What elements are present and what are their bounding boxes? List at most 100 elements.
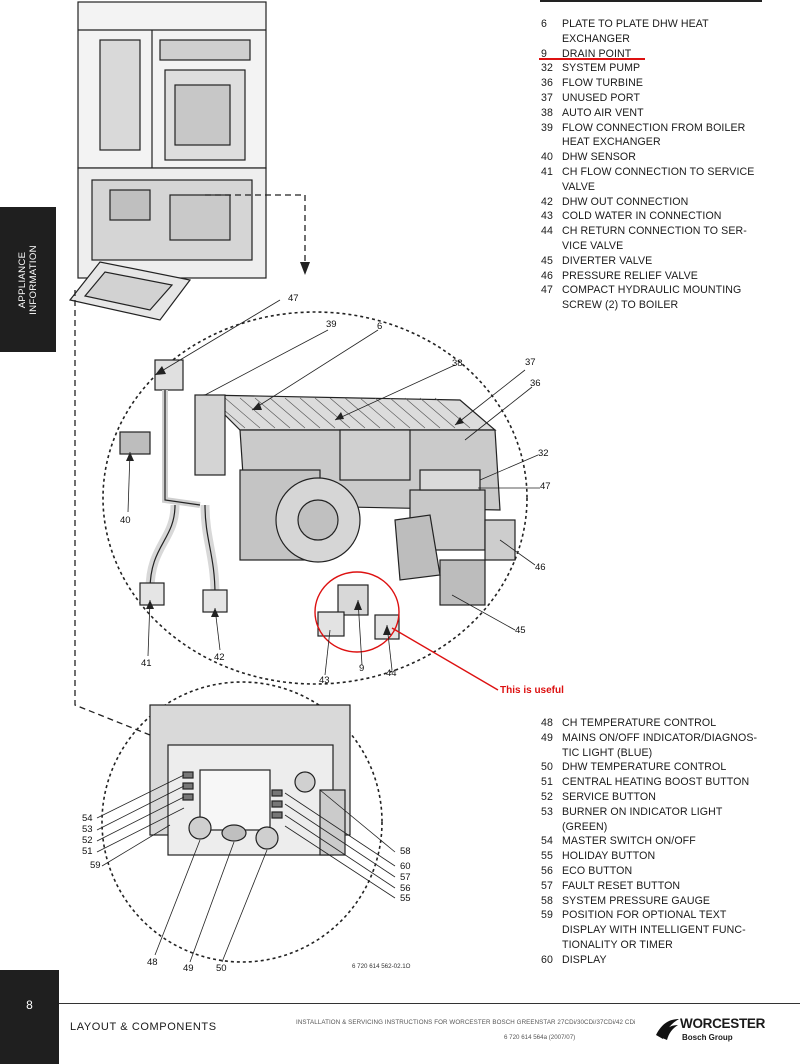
section-title: LAYOUT & COMPONENTS xyxy=(70,1021,217,1033)
legend-text: PLATE TO PLATE DHW HEAT xyxy=(562,18,709,30)
boiler-cabinet-drawing xyxy=(68,1,267,321)
legend-number xyxy=(541,135,562,150)
legend-item: 36 FLOW TURBINE xyxy=(541,76,763,91)
legend-text: MAINS ON/OFF INDICATOR/DIAGNOS- xyxy=(562,731,758,744)
legend-number: 51 xyxy=(541,776,553,789)
legend-text: DHW SENSOR xyxy=(562,151,636,164)
legend-number: 49 xyxy=(541,731,553,744)
callout-39: 39 xyxy=(326,319,337,330)
legend-number: 42 xyxy=(541,195,553,208)
legend-text: CENTRAL HEATING BOOST BUTTON xyxy=(562,776,750,789)
legend-text: COMPACT HYDRAULIC MOUNTING xyxy=(562,284,742,297)
callout-6: 6 xyxy=(377,321,383,332)
legend-number: 50 xyxy=(541,761,553,774)
legend-text: UNUSED PORT xyxy=(562,91,641,104)
legend-number: 46 xyxy=(541,269,553,282)
legend-text: DHW OUT CONNECTION xyxy=(562,195,689,208)
section-side-tab xyxy=(0,207,56,352)
legend-number xyxy=(541,923,562,938)
legend-number xyxy=(541,298,562,313)
callout-43: 43 xyxy=(319,675,330,686)
callout-59: 59 xyxy=(90,860,101,871)
legend-text: SCREW (2) TO BOILER xyxy=(562,299,679,312)
callout-44: 44 xyxy=(386,668,397,679)
callout-60: 60 xyxy=(400,861,411,872)
manual-title: INSTALLATION & SERVICING INSTRUCTIONS FO… xyxy=(296,1019,636,1026)
legend-text: SERVICE BUTTON xyxy=(562,790,657,803)
legend-number: 48 xyxy=(541,717,553,729)
legend-number: 41 xyxy=(541,165,553,178)
legend-text: TIONALITY OR TIMER xyxy=(562,938,673,951)
footer-rule xyxy=(0,1003,800,1004)
legend-text: EXCHANGER xyxy=(562,32,631,45)
legend-number: 36 xyxy=(541,77,553,90)
legend-item: 41 CH FLOW CONNECTION TO SERVICE xyxy=(541,165,763,180)
legend-item: 47 COMPACT HYDRAULIC MOUNTING xyxy=(541,283,763,298)
legend-number: 32 xyxy=(541,62,553,75)
callout-40: 40 xyxy=(120,515,131,526)
legend-item: VICE VALVE xyxy=(541,239,763,254)
legend-text: PRESSURE RELIEF VALVE xyxy=(562,269,698,282)
legend-number: 58 xyxy=(541,894,553,907)
legend-number: 53 xyxy=(541,805,553,818)
drawing-code: 6 720 614 562-02.1O xyxy=(352,963,411,970)
annotation-note: This is useful xyxy=(500,685,564,696)
page-number: 8 xyxy=(26,998,33,1012)
legend-number: 47 xyxy=(541,284,553,297)
legend-item: DISPLAY WITH INTELLIGENT FUNC- xyxy=(541,923,763,938)
callout-57: 57 xyxy=(400,872,411,883)
legend-item: 42 DHW OUT CONNECTION xyxy=(541,195,763,210)
legend-text: VICE VALVE xyxy=(562,239,624,252)
callout-42: 42 xyxy=(214,652,225,663)
legend-number: 45 xyxy=(541,254,553,267)
legend-text: TIC LIGHT (BLUE) xyxy=(562,746,653,759)
hydraulic-assembly-drawing xyxy=(119,359,516,640)
legend-item: TIONALITY OR TIMER xyxy=(541,938,763,953)
legend-number xyxy=(541,938,562,953)
legend-item: 32 SYSTEM PUMP xyxy=(541,61,763,76)
legend-text: SYSTEM PUMP xyxy=(562,62,641,75)
legend-text: DHW TEMPERATURE CONTROL xyxy=(562,761,727,774)
legend-text: ECO BUTTON xyxy=(562,864,633,877)
legend-item: (GREEN) xyxy=(541,820,763,835)
callout-53: 53 xyxy=(82,824,93,835)
legend-item: 55 HOLIDAY BUTTON xyxy=(541,849,763,864)
legend-text: (GREEN) xyxy=(562,820,608,833)
legend-text: CH FLOW CONNECTION TO SERVICE xyxy=(562,165,755,178)
control-panel-drawing xyxy=(149,704,351,856)
legend-text: POSITION FOR OPTIONAL TEXT xyxy=(562,909,727,922)
legend-number: 39 xyxy=(541,121,553,134)
legend-text: DIVERTER VALVE xyxy=(562,254,653,267)
legend-item: SCREW (2) TO BOILER xyxy=(541,298,763,313)
legend-item: 45 DIVERTER VALVE xyxy=(541,254,763,269)
legend-text: FLOW TURBINE xyxy=(562,77,644,90)
drain-point-highlight xyxy=(539,58,645,60)
legend-number xyxy=(541,239,562,254)
callout-32: 32 xyxy=(538,448,549,459)
legend-text: FAULT RESET BUTTON xyxy=(562,879,681,892)
legend-text: HOLIDAY BUTTON xyxy=(562,850,656,863)
callout-56: 56 xyxy=(400,883,411,894)
legend-number: 55 xyxy=(541,850,553,863)
legend-text: DRAIN POINT xyxy=(562,47,632,60)
callout-36: 36 xyxy=(530,378,541,389)
side-tab-label: APPLIANCE INFORMATION xyxy=(17,245,39,315)
legend-item: EXCHANGER xyxy=(541,32,763,47)
legend-text: MASTER SWITCH ON/OFF xyxy=(562,835,696,848)
legend-number: 43 xyxy=(541,210,553,223)
legend-item: 39 FLOW CONNECTION FROM BOILER xyxy=(541,121,763,136)
header-rule xyxy=(540,0,762,2)
legend-text: FLOW CONNECTION FROM BOILER xyxy=(562,121,746,134)
legend-item: 46 PRESSURE RELIEF VALVE xyxy=(541,269,763,284)
